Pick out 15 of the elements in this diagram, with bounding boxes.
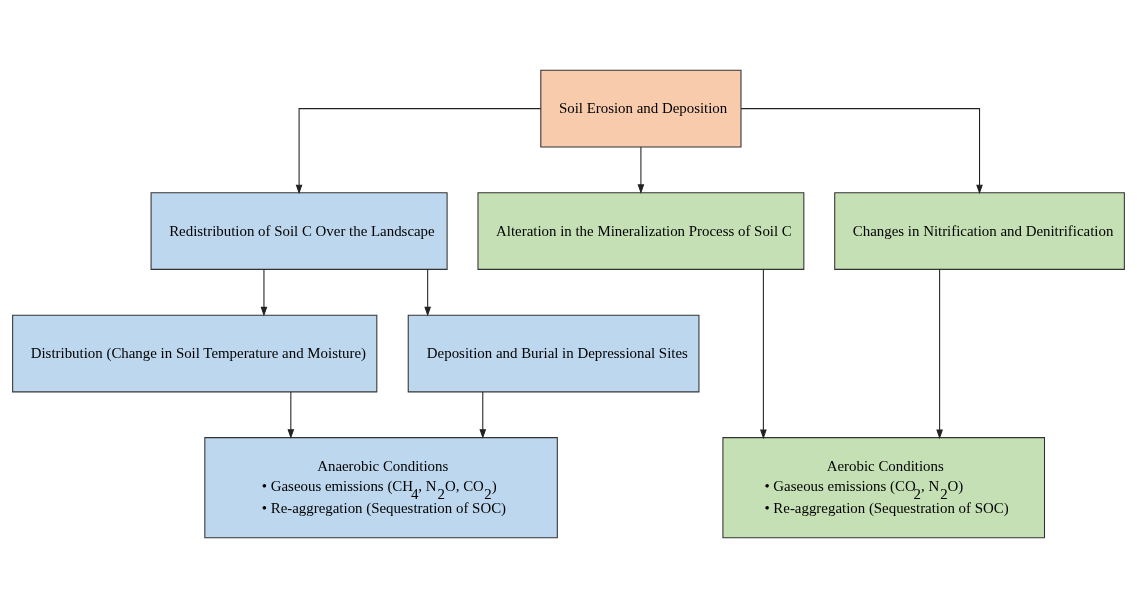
node-box: Changes in Nitrification and Denitrification (834, 191, 1125, 270)
arrow (637, 146, 645, 194)
node-box: Alteration in the Mineralization Process of Soil C (477, 191, 805, 270)
arrow (260, 268, 268, 316)
node-box: Distribution (Change in Soil Temperature and Moisture) (12, 314, 378, 392)
arrow (295, 107, 542, 194)
arrow (424, 268, 432, 316)
node-box: Redistribution of Soil C Over the Landscape (150, 191, 448, 270)
arrow (479, 390, 487, 439)
arrow (936, 268, 943, 439)
node-box: Deposition and Burial in Depressional Sites (407, 314, 700, 392)
node-box: Soil Erosion and Deposition (540, 69, 742, 147)
arrow (740, 107, 983, 194)
arrow (760, 268, 767, 439)
arrow (287, 390, 295, 439)
